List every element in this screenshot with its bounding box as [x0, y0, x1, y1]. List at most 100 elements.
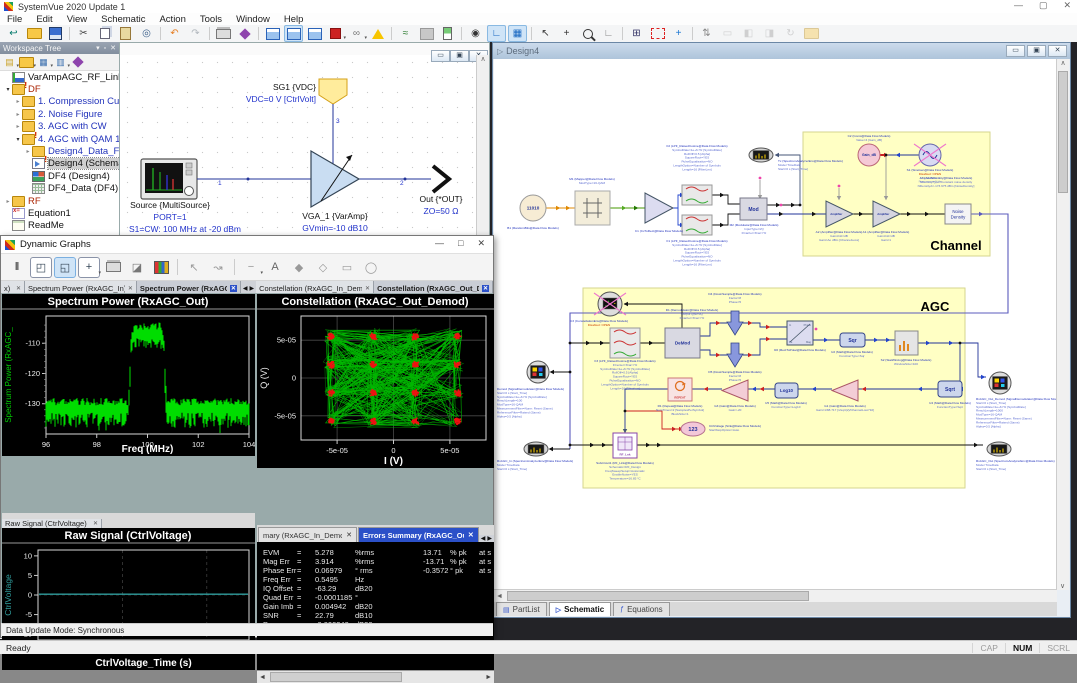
menu-schematic[interactable]: Schematic: [101, 13, 146, 25]
zoom-icon[interactable]: [578, 25, 597, 42]
err-tab-left-icon[interactable]: ◀: [480, 536, 486, 542]
order-icon[interactable]: ⇅: [702, 28, 711, 39]
tree-pin-icon[interactable]: ▫: [103, 44, 107, 52]
print-graph-icon[interactable]: [102, 257, 124, 278]
paste-icon[interactable]: [116, 25, 135, 42]
chip-icon[interactable]: [438, 25, 457, 42]
menu-view[interactable]: View: [66, 13, 88, 25]
spectrum-plot[interactable]: Spectrum Power (RxAGC_Out)-110-120-13096…: [2, 294, 255, 456]
graph-tab-raw-signal-ctrlvoltage-[interactable]: Raw Signal (CtrlVoltage)✕: [2, 519, 102, 528]
node-gain-db-const[interactable]: Gain_dB: [857, 143, 881, 167]
tree-item-2-noise-figure[interactable]: ▸2. Noise Figure: [0, 108, 119, 120]
node-modulator[interactable]: Mod: [739, 197, 768, 221]
node-filter-f1[interactable]: [681, 214, 713, 236]
node-constellation-scope[interactable]: [593, 291, 627, 317]
tab-close-icon[interactable]: ✕: [229, 284, 237, 292]
zoom-selection-icon[interactable]: [648, 25, 667, 42]
corner-icon[interactable]: ∟: [603, 28, 614, 39]
design-close-button[interactable]: ✕: [1048, 45, 1067, 57]
tab-scroll-right-icon[interactable]: ▶: [249, 285, 255, 292]
menu-action[interactable]: Action: [159, 13, 186, 25]
node-rxagc-out-analyzer[interactable]: [986, 441, 1012, 457]
node-rxagc-out-demod-scope[interactable]: [988, 371, 1012, 395]
menu-edit[interactable]: Edit: [36, 13, 53, 25]
polygon-filled-icon[interactable]: ◆: [294, 261, 304, 274]
schematic-canvas[interactable]: SG1 {VDC} VDC=0 V [CtrlVolt] 3 1 2 Sourc…: [120, 55, 477, 235]
analysis-icon[interactable]: [417, 25, 436, 42]
source-symbol[interactable]: [140, 158, 198, 200]
tree-expand-icon[interactable]: ▾: [6, 87, 10, 94]
add-text-icon[interactable]: A: [271, 261, 279, 273]
tree-close-icon[interactable]: ✕: [110, 45, 116, 52]
connect-icon[interactable]: ∞▾: [352, 28, 367, 41]
node-sqr-math[interactable]: Sqr: [839, 332, 866, 348]
node-sine-gen[interactable]: [913, 143, 947, 167]
select-icon[interactable]: ↖: [541, 28, 550, 39]
view-mode-icon[interactable]: ▦▾: [39, 56, 53, 69]
node-gain-g1[interactable]: [830, 379, 859, 402]
dyn-minimize-button[interactable]: —: [435, 238, 445, 248]
visibility-icon[interactable]: ◉: [471, 28, 480, 39]
zoom-area-icon[interactable]: ⊞: [632, 28, 641, 39]
node-repeat[interactable]: REPEAT: [667, 377, 693, 402]
design-vscrollbar[interactable]: ∧∨: [1056, 59, 1069, 590]
node-demodulator[interactable]: DeMod: [664, 327, 701, 359]
graph-tab-constellation-rxagc-out-demod-[interactable]: Constellation (RxAGC_Out_Demod)✕: [374, 281, 493, 295]
node-amp-a1[interactable]: Amplifier: [872, 200, 902, 228]
node-cx-to-rect[interactable]: [644, 192, 675, 224]
graph-style-icon[interactable]: [150, 257, 172, 278]
save-icon[interactable]: [46, 25, 65, 42]
new-item-icon[interactable]: ▤▾: [5, 56, 19, 69]
out-port-symbol[interactable]: [431, 164, 453, 194]
tab-close-icon[interactable]: ✕: [365, 285, 371, 292]
tree-menu-icon[interactable]: ▾: [96, 45, 100, 52]
open-item-icon[interactable]: ▾: [19, 56, 36, 69]
tree-expand-icon[interactable]: ▸: [16, 124, 20, 131]
polygon-icon[interactable]: ◇: [318, 261, 328, 274]
schematic-vscrollbar[interactable]: ∧: [476, 55, 489, 235]
snap-grid-icon[interactable]: ▦: [508, 25, 527, 42]
redo-icon[interactable]: ↷: [191, 28, 200, 39]
graph-tab-constellation-rxagc-in-demod-[interactable]: Constellation (RxAGC_In_Demod)✕: [256, 281, 375, 295]
tree-item-1-compression-curve[interactable]: ▸1. Compression Curve: [0, 96, 133, 108]
node-log10-math[interactable]: Log10: [774, 382, 799, 399]
node-bits-source[interactable]: 11010: [519, 194, 547, 222]
design-window-titlebar[interactable]: ▷ Design4: [493, 43, 1070, 59]
node-noise-density[interactable]: NoiseDensity: [944, 203, 972, 225]
node-sqrt-math[interactable]: Sqrt: [937, 380, 963, 398]
graph-tab-spectrum-power-rxagc-out-[interactable]: Spectrum Power (RxAGC_Out)✕: [136, 281, 241, 295]
stop-icon[interactable]: ▾: [326, 25, 346, 42]
graph-tab-mary-rxagc-in-demod-[interactable]: mary (RxAGC_In_Demod)✕: [258, 527, 357, 542]
node-mapper[interactable]: [574, 190, 611, 226]
rotate-icon[interactable]: ↻: [786, 28, 795, 39]
pause-icon[interactable]: ‖: [14, 261, 20, 273]
err-tab-right-icon[interactable]: ▶: [487, 536, 492, 542]
sg1-param[interactable]: VDC=0 V [CtrlVolt]: [245, 94, 316, 104]
graph-tab-errors-summary-rxagc-out-demod-[interactable]: Errors Summary (RxAGC_Out_Demod)✕: [358, 527, 479, 542]
mirror-v-icon[interactable]: ◨: [764, 28, 775, 39]
copy-icon[interactable]: [95, 25, 114, 42]
source-name[interactable]: Source {MultiSource}: [130, 200, 210, 210]
cut-icon[interactable]: ✂: [79, 28, 88, 39]
tree-item-design4-schematic-[interactable]: !Design4 (Schematic): [0, 155, 138, 171]
group-icon[interactable]: [802, 25, 821, 42]
menu-help[interactable]: Help: [283, 13, 304, 25]
tree-item-rf[interactable]: ▸RF: [0, 195, 119, 207]
node-gain-g3[interactable]: [720, 379, 749, 402]
align-icon[interactable]: ▭: [722, 28, 733, 39]
design-restore-button[interactable]: ▣: [1027, 45, 1046, 57]
tab-close-icon[interactable]: ✕: [127, 285, 133, 292]
zoom-xy-icon[interactable]: ◱: [54, 256, 76, 278]
menu-window[interactable]: Window: [236, 13, 270, 25]
tree-item-varampagc-rf-link[interactable]: VarAmpAGC_RF_Link: [0, 71, 123, 83]
fit-icon[interactable]: +: [675, 28, 682, 39]
design-tab-partlist[interactable]: ▤PartList: [496, 602, 547, 616]
errors-hscrollbar[interactable]: ◄►: [257, 670, 494, 683]
ellipse-icon[interactable]: ◯: [364, 261, 378, 274]
layout-grid-icon[interactable]: [305, 25, 324, 42]
tree-item-4-agc-with-qam-16[interactable]: ▾!4. AGC with QAM 16: [0, 131, 126, 145]
graph-tab-x-[interactable]: x)✕: [1, 281, 25, 295]
wire-mode-icon[interactable]: ∟: [487, 25, 506, 42]
tree-item-3-agc-with-cw[interactable]: ▸3. AGC with CW: [0, 121, 119, 133]
rectangle-icon[interactable]: ▭: [341, 261, 353, 274]
